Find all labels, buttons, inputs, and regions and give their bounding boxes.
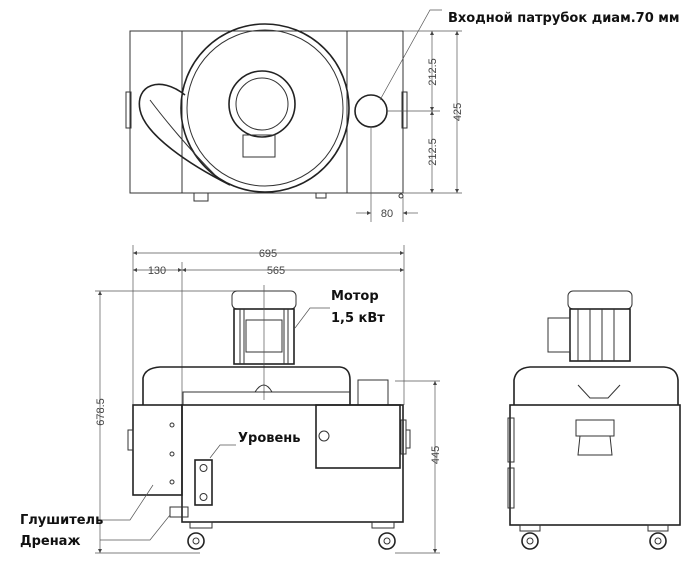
front-view [95,245,440,554]
dim-212-upper: 212.5 [427,58,439,86]
dim-425: 425 [452,103,464,121]
label-motor: Мотор [331,289,379,304]
dim-445: 445 [430,446,442,464]
top-view [125,9,462,222]
dim-678-5: 678.5 [95,398,107,426]
dim-130: 130 [148,265,166,277]
label-drain: Дренаж [20,534,80,549]
dim-80: 80 [381,208,393,220]
dim-695: 695 [259,248,277,260]
level-gauge [194,459,213,506]
dim-212-lower: 212.5 [427,138,439,166]
inlet-pipe [354,94,388,128]
label-inlet: Входной патрубок диам.70 мм [448,11,680,26]
label-motor-power: 1,5 кВт [331,311,385,326]
caster-left [187,521,213,550]
dim-565: 565 [267,265,285,277]
side-view [507,290,681,550]
caster-right [371,521,396,550]
label-silencer: Глушитель [20,513,103,528]
label-level: Уровень [238,431,301,446]
